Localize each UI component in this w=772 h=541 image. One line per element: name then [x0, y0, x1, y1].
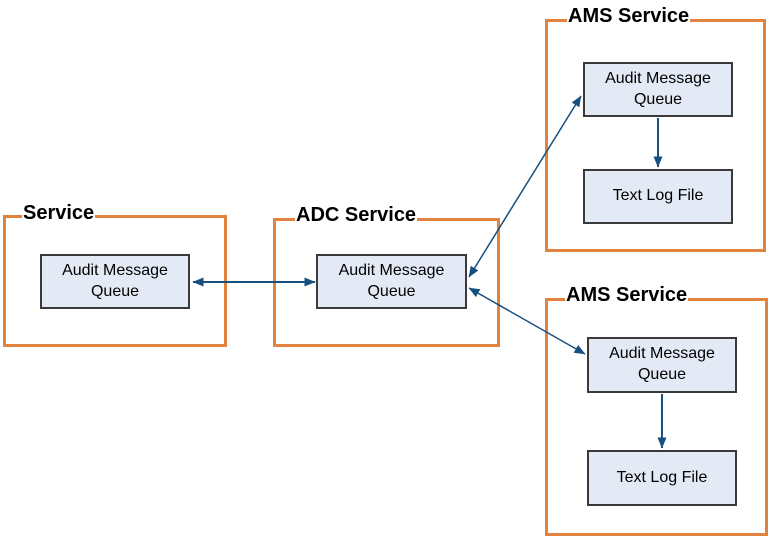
container-service-title: Service: [22, 202, 96, 224]
container-adc-service-title: ADC Service: [295, 204, 418, 226]
container-ams-service-top-title: AMS Service: [567, 5, 691, 27]
ams-bottom-text-log-file: Text Log File: [587, 450, 737, 506]
ams-top-text-log-file: Text Log File: [583, 169, 733, 224]
ams-top-audit-message-queue: Audit Message Queue: [583, 62, 733, 117]
service-audit-message-queue: Audit Message Queue: [40, 254, 190, 309]
adc-audit-message-queue: Audit Message Queue: [316, 254, 467, 309]
ams-bottom-audit-message-queue: Audit Message Queue: [587, 337, 737, 393]
container-ams-service-bottom-title: AMS Service: [565, 284, 689, 306]
